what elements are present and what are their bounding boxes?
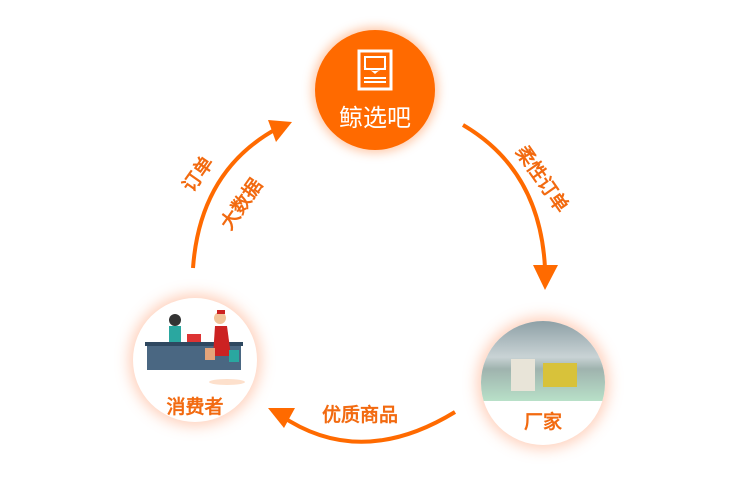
factory-photo <box>481 321 605 401</box>
arrowhead <box>268 408 295 428</box>
arrow-consumer-to-center <box>191 126 279 269</box>
consumer-label: 消费者 <box>166 396 224 418</box>
center-node: 鲸选吧 <box>315 30 435 150</box>
factory-node: 厂家 <box>481 321 605 445</box>
shop-counter-illustration <box>145 310 245 385</box>
arrowhead <box>533 265 558 290</box>
consumer-node: 消费者 <box>133 298 257 422</box>
arrow-factory-to-consumer <box>278 410 457 444</box>
arrowhead <box>268 120 292 142</box>
edge-label-quality-goods: 优质商品 <box>322 404 399 426</box>
factory-label: 厂家 <box>523 411 562 433</box>
brand-label: 鲸选吧 <box>339 104 411 132</box>
arrow-center-to-factory <box>461 123 547 269</box>
whale-tail-logo-icon <box>357 49 393 91</box>
